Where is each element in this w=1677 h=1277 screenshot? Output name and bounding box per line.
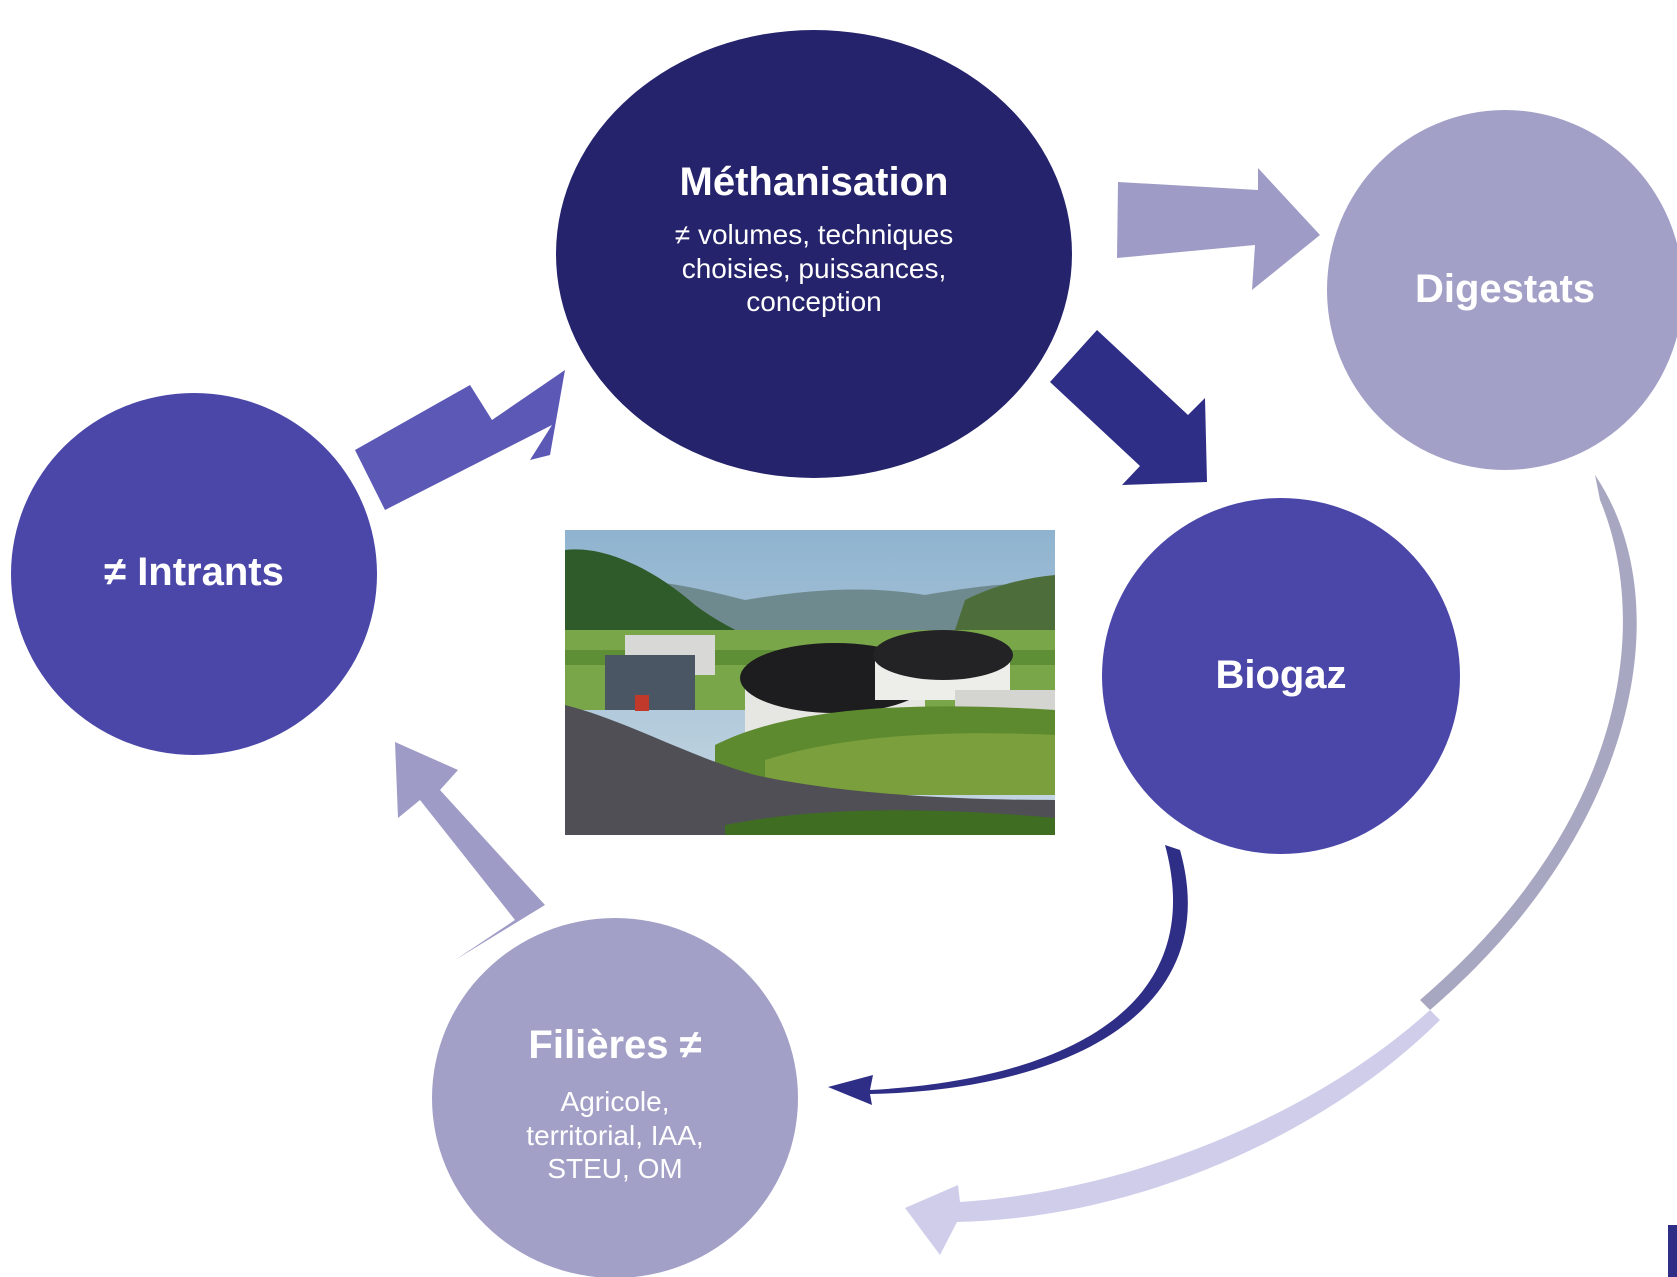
arrow-digestats-to-filieres-tail [905,1010,1440,1255]
biogas-plant-photo [565,530,1055,835]
node-methanisation: Méthanisation ≠ volumes, techniques choi… [556,30,1072,478]
node-intrants-title: ≠ Intrants [104,550,284,594]
biogas-plant-illustration [565,530,1055,835]
arrow-intrants-to-methanisation [355,370,565,510]
arrow-filieres-to-intrants [395,742,545,960]
arrow-methanisation-to-biogaz [1050,330,1207,485]
arrow-biogaz-to-filieres [828,845,1188,1105]
node-intrants: ≠ Intrants [11,393,377,755]
node-digestats-title: Digestats [1414,267,1596,311]
node-biogaz: Biogaz [1102,498,1460,854]
arrow-digestats-to-filieres-body [1420,475,1637,1010]
node-digestats: Digestats [1327,110,1677,470]
node-filieres: Filières ≠ Agricole, territorial, IAA, S… [432,918,798,1277]
node-methanisation-title: Méthanisation [679,160,949,204]
edge-marker [1668,1225,1677,1277]
arrow-methanisation-to-digestats [1117,168,1320,290]
node-filieres-subtitle: Agricole, territorial, IAA, STEU, OM [526,1086,704,1185]
node-methanisation-subtitle: ≠ volumes, techniques choisies, puissanc… [674,219,954,318]
node-biogaz-title: Biogaz [1215,653,1347,697]
node-filieres-title: Filières ≠ [528,1023,702,1067]
